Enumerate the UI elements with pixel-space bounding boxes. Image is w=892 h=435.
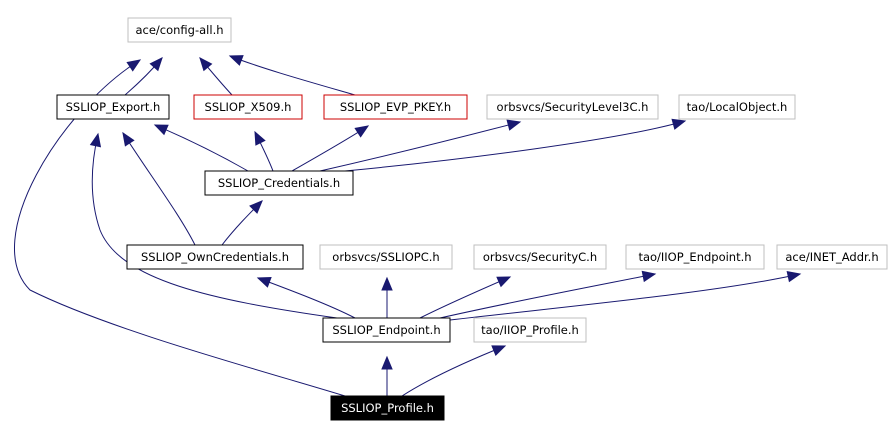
node-box [127, 17, 232, 43]
edge-credentials-to-evp_pkey [291, 125, 369, 172]
node-box [486, 94, 659, 120]
arrowhead-credentials-to-evp_pkey [354, 125, 370, 138]
node-label: orbsvcs/SecurityC.h [483, 250, 597, 264]
node-label: SSLIOP_X509.h [205, 100, 292, 114]
node-export[interactable]: SSLIOP_Export.h [56, 94, 170, 120]
arrowhead-endpoint-to-export [89, 132, 102, 148]
node-securitylevel3c: orbsvcs/SecurityLevel3C.h [486, 94, 659, 120]
node-label: tao/LocalObject.h [687, 100, 788, 114]
edge-endpoint-to-export [91, 133, 338, 319]
node-box [473, 244, 607, 270]
node-label: tao/IIOP_Endpoint.h [638, 250, 751, 264]
node-iiop-profile: tao/IIOP_Profile.h [473, 317, 587, 343]
arrowhead-credentials-to-securitylevel3c [506, 119, 522, 131]
node-label: SSLIOP_Export.h [66, 100, 161, 114]
node-iiop-endpoint: tao/IIOP_Endpoint.h [625, 244, 765, 270]
edge-endpoint-to-owncredentials [257, 277, 356, 319]
edge-credentials-to-localobject [344, 120, 686, 172]
edge-endpoint-to-iiop_endpoint [439, 273, 656, 319]
node-box [323, 94, 468, 120]
node-box [56, 94, 170, 120]
node-config-all: ace/config-all.h [127, 17, 232, 43]
node-ssliopc: orbsvcs/SSLIOPC.h [319, 244, 453, 270]
node-box [322, 317, 451, 343]
arrowhead-export-to-config_all [149, 57, 163, 72]
node-label: ace/config-all.h [135, 23, 223, 37]
node-localobject: tao/LocalObject.h [678, 94, 796, 120]
node-box [625, 244, 765, 270]
edge-credentials-to-export [154, 124, 249, 172]
node-label: SSLIOP_EVP_PKEY.h [340, 100, 451, 114]
arrowhead-x509-to-config_all [199, 57, 213, 72]
node-box [473, 317, 587, 343]
node-label: orbsvcs/SSLIOPC.h [332, 250, 439, 264]
arrowhead-profile-to-endpoint [381, 355, 393, 370]
edge-owncredentials-to-export [122, 132, 196, 246]
node-x509: SSLIOP_X509.h [193, 94, 303, 120]
arrowhead-credentials-to-x509 [254, 130, 266, 146]
node-label: tao/IIOP_Profile.h [481, 323, 579, 337]
arrowhead-profile-to-iiop_profile [491, 345, 507, 357]
arrowhead-owncredentials-to-credentials [249, 200, 263, 214]
arrowhead-credentials-to-export [153, 124, 169, 136]
arrowhead-evp_pkey-to-config_all [228, 55, 244, 66]
arrowhead-endpoint-to-iiop_endpoint [641, 270, 657, 283]
node-endpoint[interactable]: SSLIOP_Endpoint.h [322, 317, 451, 343]
edge-credentials-to-securitylevel3c [319, 121, 521, 172]
arrowhead-endpoint-to-owncredentials [256, 277, 272, 288]
node-inet-addr: ace/INET_Addr.h [776, 244, 888, 270]
node-box [776, 244, 888, 270]
node-box [193, 94, 303, 120]
node-box [204, 170, 354, 196]
node-box [678, 94, 796, 120]
arrowhead-endpoint-to-ssliopc [381, 276, 393, 291]
node-profile: SSLIOP_Profile.h [330, 395, 445, 421]
node-securityc: orbsvcs/SecurityC.h [473, 244, 607, 270]
node-credentials[interactable]: SSLIOP_Credentials.h [204, 170, 354, 196]
node-label: SSLIOP_Profile.h [341, 401, 434, 415]
node-label: ace/INET_Addr.h [785, 250, 878, 264]
node-box [319, 244, 453, 270]
node-box [330, 395, 445, 421]
node-label: SSLIOP_Endpoint.h [332, 323, 440, 337]
edge-evp_pkey-to-config_all [229, 55, 356, 96]
node-label: SSLIOP_Credentials.h [218, 176, 340, 190]
edges-layer [14, 55, 802, 397]
node-box [126, 244, 304, 270]
arrowhead-profile-to-config_all [126, 59, 142, 72]
edge-endpoint-to-securityc [419, 276, 511, 319]
edge-endpoint-to-inet_addr [449, 273, 801, 321]
node-evp-pkey: SSLIOP_EVP_PKEY.h [323, 94, 468, 120]
edge-profile-to-config_all [14, 59, 346, 397]
node-label: orbsvcs/SecurityLevel3C.h [497, 100, 649, 114]
edge-profile-to-iiop_profile [401, 345, 506, 397]
arrowhead-owncredentials-to-export [122, 131, 135, 147]
arrowhead-endpoint-to-securityc [496, 276, 512, 288]
node-label: SSLIOP_OwnCredentials.h [141, 250, 289, 264]
node-owncredentials[interactable]: SSLIOP_OwnCredentials.h [126, 244, 304, 270]
arrowhead-endpoint-to-inet_addr [786, 271, 802, 283]
arrowhead-credentials-to-localobject [671, 118, 687, 130]
